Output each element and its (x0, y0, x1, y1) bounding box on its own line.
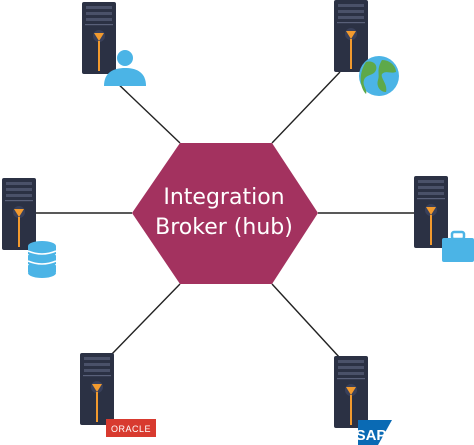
server-top-left (82, 2, 116, 74)
oracle-logo: ORACLE (106, 419, 156, 437)
sap-logo: SAP (356, 420, 392, 445)
connector-bottom-left (109, 283, 181, 357)
database-icon (27, 241, 57, 278)
server-top-right (334, 0, 368, 72)
hub-label-line1: Integration (163, 185, 284, 210)
connector-top-right (271, 71, 341, 144)
hub-hexagon (132, 143, 318, 284)
connector-top-left (113, 79, 181, 144)
server-bottom-right (334, 356, 368, 428)
hub: Integration Broker (hub) (132, 143, 318, 284)
connector-bottom-right (271, 283, 341, 359)
server-right (414, 176, 448, 248)
connector-lines (36, 71, 414, 359)
globe-icon (359, 56, 399, 96)
server-left (2, 178, 36, 250)
oracle-logo-text: ORACLE (111, 424, 151, 434)
user-icon (104, 50, 146, 86)
server-bottom-left (80, 353, 114, 425)
briefcase-icon (442, 230, 474, 262)
sap-logo-text: SAP (356, 427, 387, 444)
hub-label-line2: Broker (hub) (155, 215, 293, 240)
